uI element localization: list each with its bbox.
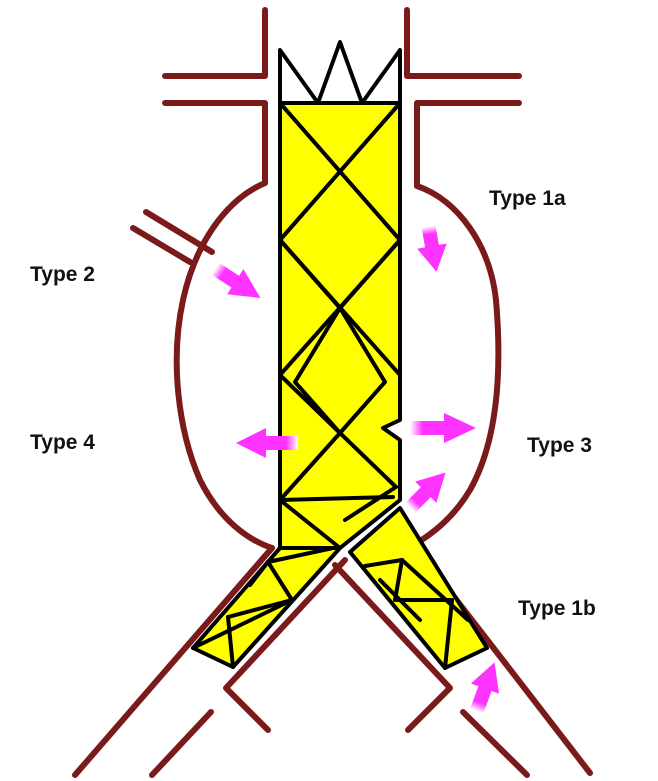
arrow-type-3-junction <box>400 462 457 519</box>
arrow-type-3 <box>410 413 476 443</box>
right-upper-branch-wall-lower <box>417 103 519 186</box>
bare-stent-crown <box>280 42 400 103</box>
label-type-2: Type 2 <box>30 263 95 287</box>
left-iliac-outer-wall <box>75 548 272 775</box>
label-type-4: Type 4 <box>30 431 95 455</box>
label-type-1b: Type 1b <box>518 597 596 621</box>
left-upper-branch-wall <box>165 10 265 76</box>
arrow-type-1b <box>463 657 509 716</box>
label-type-1a: Type 1a <box>489 187 566 211</box>
side-branch-wall-upper <box>146 212 212 252</box>
graft-right-limb <box>350 508 487 668</box>
right-upper-branch-wall <box>407 10 519 76</box>
arrow-type-1a <box>414 224 452 275</box>
right-internal-iliac-wall <box>463 712 527 775</box>
arrow-type-2 <box>207 256 269 311</box>
left-internal-iliac-wall <box>152 712 211 775</box>
left-upper-branch-wall-lower <box>165 103 265 183</box>
label-type-3: Type 3 <box>527 434 592 458</box>
